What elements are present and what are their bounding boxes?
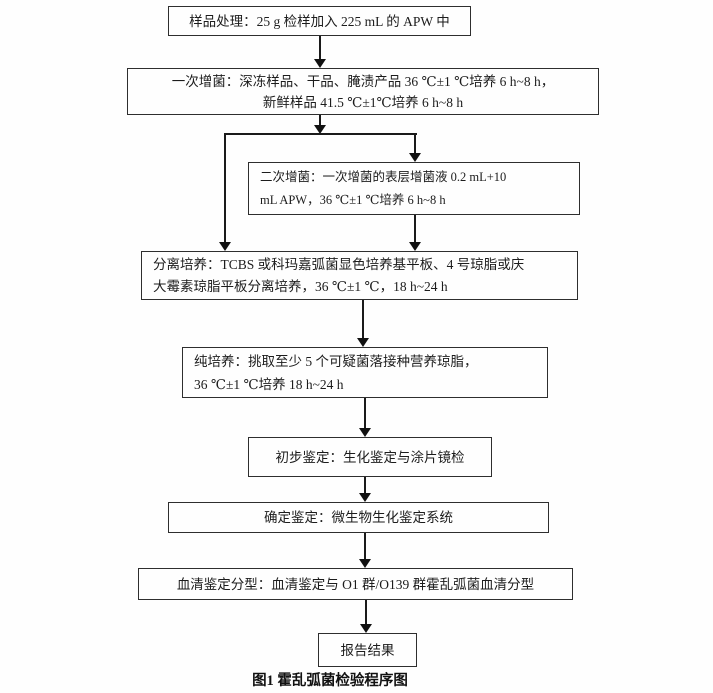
figure-caption: 图1 霍乱弧菌检验程序图 — [252, 673, 408, 689]
arrow-head-icon — [359, 428, 371, 437]
arrow-line-sample-to-primary — [319, 36, 321, 59]
node-isolation-culture: 分离培养：TCBS 或科玛嘉弧菌显色培养基平板、4 号琼脂或庆 大霉素琼脂平板分… — [141, 251, 578, 300]
node-text-line: 大霉素琼脂平板分离培养，36 ℃±1 ℃，18 h~24 h — [153, 278, 448, 294]
node-serological-typing: 血清鉴定分型：血清鉴定与 O1 群/O139 群霍乱弧菌血清分型 — [138, 568, 573, 600]
node-text-line: 报告结果 — [340, 642, 395, 658]
arrow-line-primary-to-junction — [319, 115, 321, 126]
arrow-line-isolation-to-pure — [362, 300, 364, 338]
arrow-line-junction-to-secondary — [414, 133, 416, 154]
arrow-line-confirmatory-to-serological — [364, 533, 366, 560]
node-text-line: 二次增菌：一次增菌的表层增菌液 0.2 mL+10 — [260, 169, 507, 184]
arrow-line-preliminary-to-confirmatory — [364, 477, 366, 494]
node-report-results: 报告结果 — [318, 633, 417, 667]
arrow-head-icon — [219, 242, 231, 251]
arrow-line-primary-to-isolation — [224, 133, 226, 243]
arrow-head-icon — [357, 338, 369, 347]
arrow-head-icon — [314, 125, 326, 134]
arrow-head-icon — [314, 59, 326, 68]
node-primary-enrichment: 一次增菌：深冻样品、干品、腌渍产品 36 ℃±1 ℃培养 6 h~8 h， 新鲜… — [127, 68, 599, 115]
node-text-line: 新鲜样品 41.5 ℃±1℃培养 6 h~8 h — [262, 94, 464, 110]
node-preliminary-identification: 初步鉴定：生化鉴定与涂片镜检 — [248, 437, 492, 477]
node-text-line: 确定鉴定：微生物生化鉴定系统 — [264, 510, 453, 525]
arrow-line-serological-to-report — [365, 600, 367, 625]
node-text-line: mL APW，36 ℃±1 ℃培养 6 h~8 h — [260, 192, 446, 207]
node-text-line: 36 ℃±1 ℃培养 18 h~24 h — [194, 376, 344, 392]
node-text-line: 分离培养：TCBS 或科玛嘉弧菌显色培养基平板、4 号琼脂或庆 — [153, 256, 525, 272]
arrow-head-icon — [409, 153, 421, 162]
arrow-line-pure-to-preliminary — [364, 398, 366, 428]
arrow-head-icon — [409, 242, 421, 251]
arrow-head-icon — [359, 559, 371, 568]
node-text-line: 一次增菌：深冻样品、干品、腌渍产品 36 ℃±1 ℃培养 6 h~8 h， — [171, 73, 555, 89]
arrow-head-icon — [359, 493, 371, 502]
node-text-line: 样品处理：25 g 检样加入 225 mL 的 APW 中 — [189, 13, 450, 29]
node-pure-culture: 纯培养：挑取至少 5 个可疑菌落接种营养琼脂， 36 ℃±1 ℃培养 18 h~… — [182, 347, 548, 398]
node-confirmatory-identification: 确定鉴定：微生物生化鉴定系统 — [168, 502, 549, 533]
node-text-line: 初步鉴定：生化鉴定与涂片镜检 — [275, 449, 465, 465]
arrow-line-secondary-to-isolation — [414, 215, 416, 243]
arrow-head-icon — [360, 624, 372, 633]
node-text-line: 纯培养：挑取至少 5 个可疑菌落接种营养琼脂， — [194, 353, 478, 369]
node-sample-processing: 样品处理：25 g 检样加入 225 mL 的 APW 中 — [168, 6, 471, 36]
branch-connector-line — [224, 133, 417, 135]
node-text-line: 血清鉴定分型：血清鉴定与 O1 群/O139 群霍乱弧菌血清分型 — [176, 576, 535, 592]
node-secondary-enrichment: 二次增菌：一次增菌的表层增菌液 0.2 mL+10 mL APW，36 ℃±1 … — [248, 162, 580, 215]
